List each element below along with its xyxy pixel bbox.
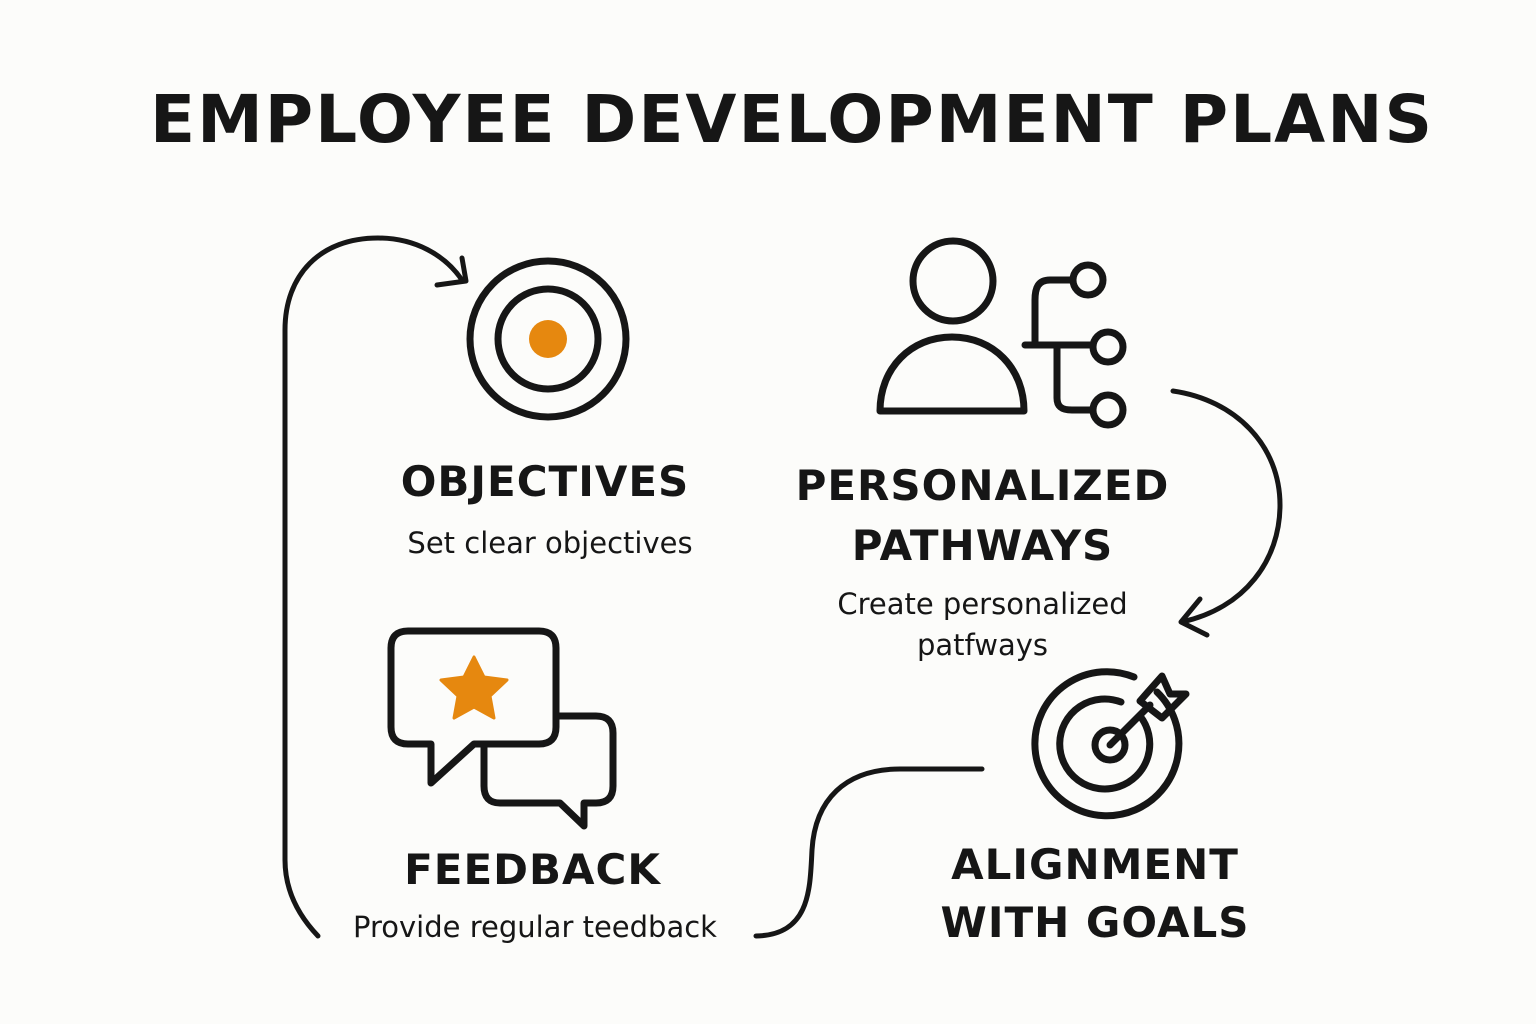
cycle-arrow-feedback-to-objectives — [282, 235, 469, 939]
bullseye-arrow-icon — [1031, 668, 1190, 820]
speech-bubble-back-icon — [480, 712, 617, 830]
person-body-icon — [876, 333, 1028, 415]
branch-node-top-icon — [1069, 261, 1107, 299]
branch-node-middle-icon — [1089, 328, 1127, 366]
bullseye-outer-ring-icon — [1031, 668, 1183, 820]
step-description-line: Set clear objectives — [407, 526, 693, 560]
cycle-arrow-pathways-to-alignment — [1170, 388, 1283, 638]
step-objectives-description: Set clear objectives — [380, 522, 720, 564]
cycle-connector-alignment-to-feedback — [753, 766, 985, 939]
person-branch-icon — [876, 237, 1127, 429]
connector-path-bottom — [753, 766, 985, 939]
step-feedback-heading: FEEDBACK — [380, 842, 685, 898]
person-head-icon — [909, 237, 997, 325]
connector-path-right — [1170, 388, 1283, 625]
orange-dot-icon — [529, 320, 567, 358]
speech-bubble-front-icon — [387, 627, 560, 787]
step-pathways-description: Create personalized patfways — [790, 584, 1175, 666]
step-heading-line: PATHWAYS — [851, 521, 1114, 570]
connector-path-left — [282, 235, 465, 939]
branch-lines-icon — [1021, 276, 1097, 414]
arrow-shaft-icon — [1106, 701, 1154, 749]
step-feedback-description: Provide regular teedback — [320, 904, 750, 950]
step-heading-line: FEEDBACK — [404, 845, 661, 894]
step-objectives-heading: OBJECTIVES — [370, 456, 720, 508]
step-pathways-heading: PERSONALIZED PATHWAYS — [760, 456, 1205, 576]
star-icon — [439, 655, 509, 720]
arrowhead-right-icon — [434, 255, 469, 288]
step-description-line: Provide regular teedback — [353, 910, 717, 944]
target-dot-icon — [466, 257, 630, 421]
step-alignment-heading: ALIGNMENT WITH GOALS — [910, 836, 1280, 952]
branch-node-bottom-icon — [1089, 391, 1127, 429]
bullseye-middle-ring-icon — [1056, 695, 1154, 793]
step-heading-line: ALIGNMENT — [951, 840, 1239, 889]
page-title: EMPLOYEE DEVELOPMENT PLANS — [150, 81, 1435, 158]
step-heading-line: PERSONALIZED — [795, 461, 1170, 510]
step-description-line: patfways — [916, 628, 1048, 662]
step-heading-line: OBJECTIVES — [400, 457, 690, 506]
step-heading-line: WITH GOALS — [940, 898, 1250, 947]
bullseye-center-icon — [1091, 726, 1129, 764]
step-description-line: Create personalized — [837, 587, 1128, 621]
arrowhead-down-left-icon — [1178, 596, 1210, 638]
arrow-fletching-icon — [1136, 672, 1190, 722]
chat-star-icon — [387, 627, 617, 830]
